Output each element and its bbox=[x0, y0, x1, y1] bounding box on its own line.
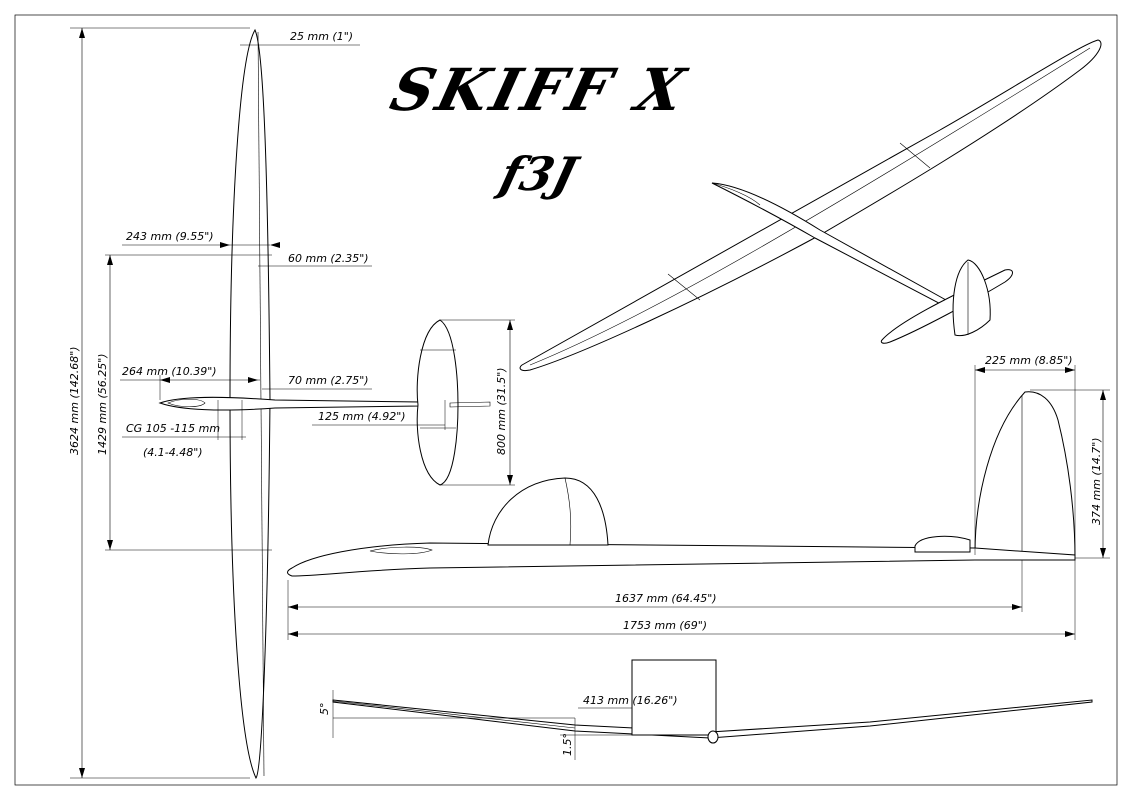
dihedral-height-dimension: 413 mm (16.26") bbox=[583, 694, 678, 707]
fin-chord-dimension: 225 mm (8.85") bbox=[985, 354, 1073, 367]
le-offset-dimension: 70 mm (2.75") bbox=[288, 374, 369, 387]
fin-height-dimension: 374 mm (14.7") bbox=[1090, 437, 1103, 525]
drawing-title: SKIFF X bbox=[384, 56, 693, 124]
nose-to-wing-dimension: 264 mm (10.39") bbox=[122, 365, 217, 378]
cg-dimension: CG 105 -115 mm bbox=[126, 422, 220, 435]
stab-chord-dimension: 125 mm (4.92") bbox=[318, 410, 406, 423]
wing-center-width-dimension: 60 mm (2.35") bbox=[288, 252, 369, 265]
top-view-wing bbox=[158, 28, 491, 779]
center-panel-dimension: 1429 mm (56.25") bbox=[96, 353, 109, 455]
root-chord-dimension: 243 mm (9.55") bbox=[126, 230, 214, 243]
cg-inch-dimension: (4.1-4.48") bbox=[143, 446, 203, 459]
drawing-subtitle: f3J bbox=[492, 148, 585, 202]
dihedral-root-angle: 1.5° bbox=[561, 733, 574, 756]
sheet-border bbox=[14, 14, 1118, 786]
fuselage-length-dimension: 1637 mm (64.45") bbox=[615, 592, 717, 605]
perspective-view bbox=[519, 39, 1102, 371]
front-view bbox=[332, 659, 1093, 744]
dihedral-tip-angle: 5° bbox=[318, 703, 331, 716]
wingspan-dimension: 3624 mm (142.68") bbox=[68, 346, 81, 455]
tip-chord-dimension: 25 mm (1") bbox=[290, 30, 353, 43]
stab-span-dimension: 800 mm (31.5") bbox=[495, 367, 508, 455]
side-view bbox=[287, 391, 1076, 577]
overall-length-dimension: 1753 mm (69") bbox=[623, 619, 707, 632]
